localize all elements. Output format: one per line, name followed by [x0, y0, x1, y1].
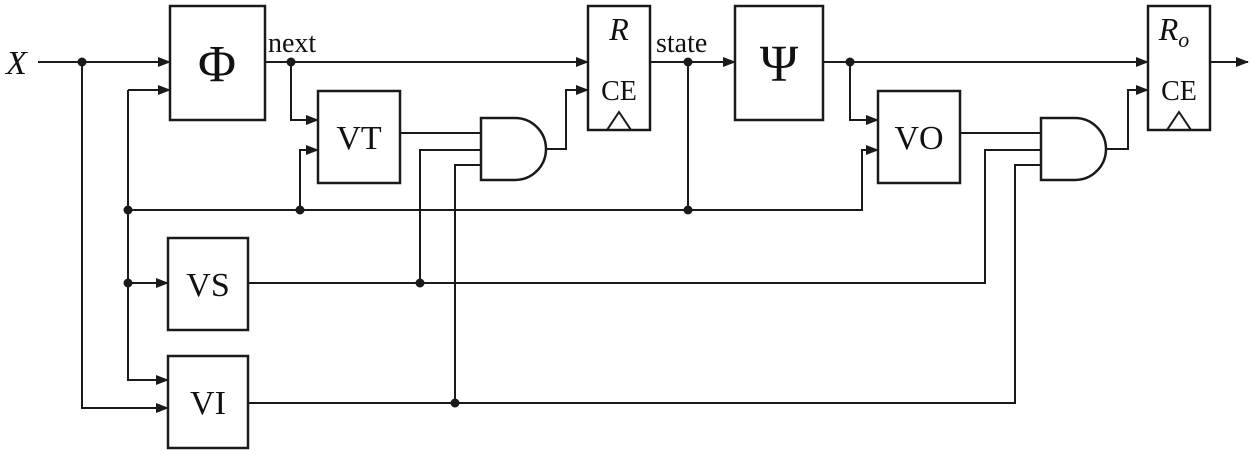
wire-and1-to-r-ce — [546, 85, 589, 150]
wire-vs-to-and2 — [248, 149, 1041, 284]
vo-label: VO — [894, 120, 943, 157]
r-register-label: R — [608, 11, 629, 47]
junction-dot — [77, 57, 87, 67]
clock-edge-icon — [1166, 110, 1192, 131]
blocks — [166, 4, 1212, 450]
ro-register-block — [1146, 4, 1212, 132]
junction-dot — [123, 205, 133, 215]
junction-dot — [295, 205, 305, 215]
vi-block — [166, 354, 250, 450]
wires — [38, 57, 1249, 413]
wire-x-to-vi — [81, 62, 169, 413]
wire-and2-to-ro-ce — [1106, 85, 1149, 150]
wire-psi-to-vo — [849, 62, 879, 125]
phi-block — [168, 4, 267, 122]
junction-dot — [450, 398, 460, 408]
junction-dot — [845, 57, 855, 67]
vt-block — [316, 89, 402, 185]
wire-label-next: next — [268, 28, 316, 59]
psi-block — [733, 4, 825, 122]
and-gate-right — [1039, 116, 1108, 182]
wire-next-to-vt — [290, 62, 319, 125]
r-ce-label: CE — [601, 76, 637, 107]
wire-state-to-vt — [299, 145, 319, 210]
junction-dot — [683, 205, 693, 215]
junction-dot — [123, 278, 133, 288]
junction-dot — [683, 57, 693, 67]
vs-label: VS — [186, 267, 229, 304]
ro-ce-label: CE — [1161, 76, 1197, 107]
vs-block — [166, 236, 250, 332]
junction-dots — [77, 57, 855, 408]
r-register-block — [586, 4, 652, 132]
vi-label: VI — [190, 385, 226, 422]
junction-dot — [415, 278, 425, 288]
clock-edge-icon — [606, 110, 632, 131]
phi-label: Φ — [198, 36, 236, 93]
ro-register-main: R — [1158, 11, 1179, 47]
and-gate-left — [479, 116, 548, 182]
vt-label: VT — [336, 120, 382, 157]
junction-dot — [286, 57, 296, 67]
labels: X next state Φ Ψ VT VO VS VI R CE Ro CE — [4, 11, 1197, 422]
wire-label-state: state — [656, 28, 707, 59]
ro-register-label: Ro — [1158, 11, 1190, 52]
wire-state-bus-to-vo — [128, 145, 879, 211]
psi-label: Ψ — [760, 36, 799, 93]
wire-vi-to-and1 — [454, 164, 481, 403]
ro-register-subscript: o — [1178, 27, 1189, 52]
input-label-x: X — [4, 45, 28, 82]
wire-vs-to-and1 — [419, 149, 481, 283]
vo-block — [876, 89, 962, 185]
wire-vi-to-and2 — [248, 164, 1041, 404]
wire-feedback-to-vi — [127, 90, 169, 385]
